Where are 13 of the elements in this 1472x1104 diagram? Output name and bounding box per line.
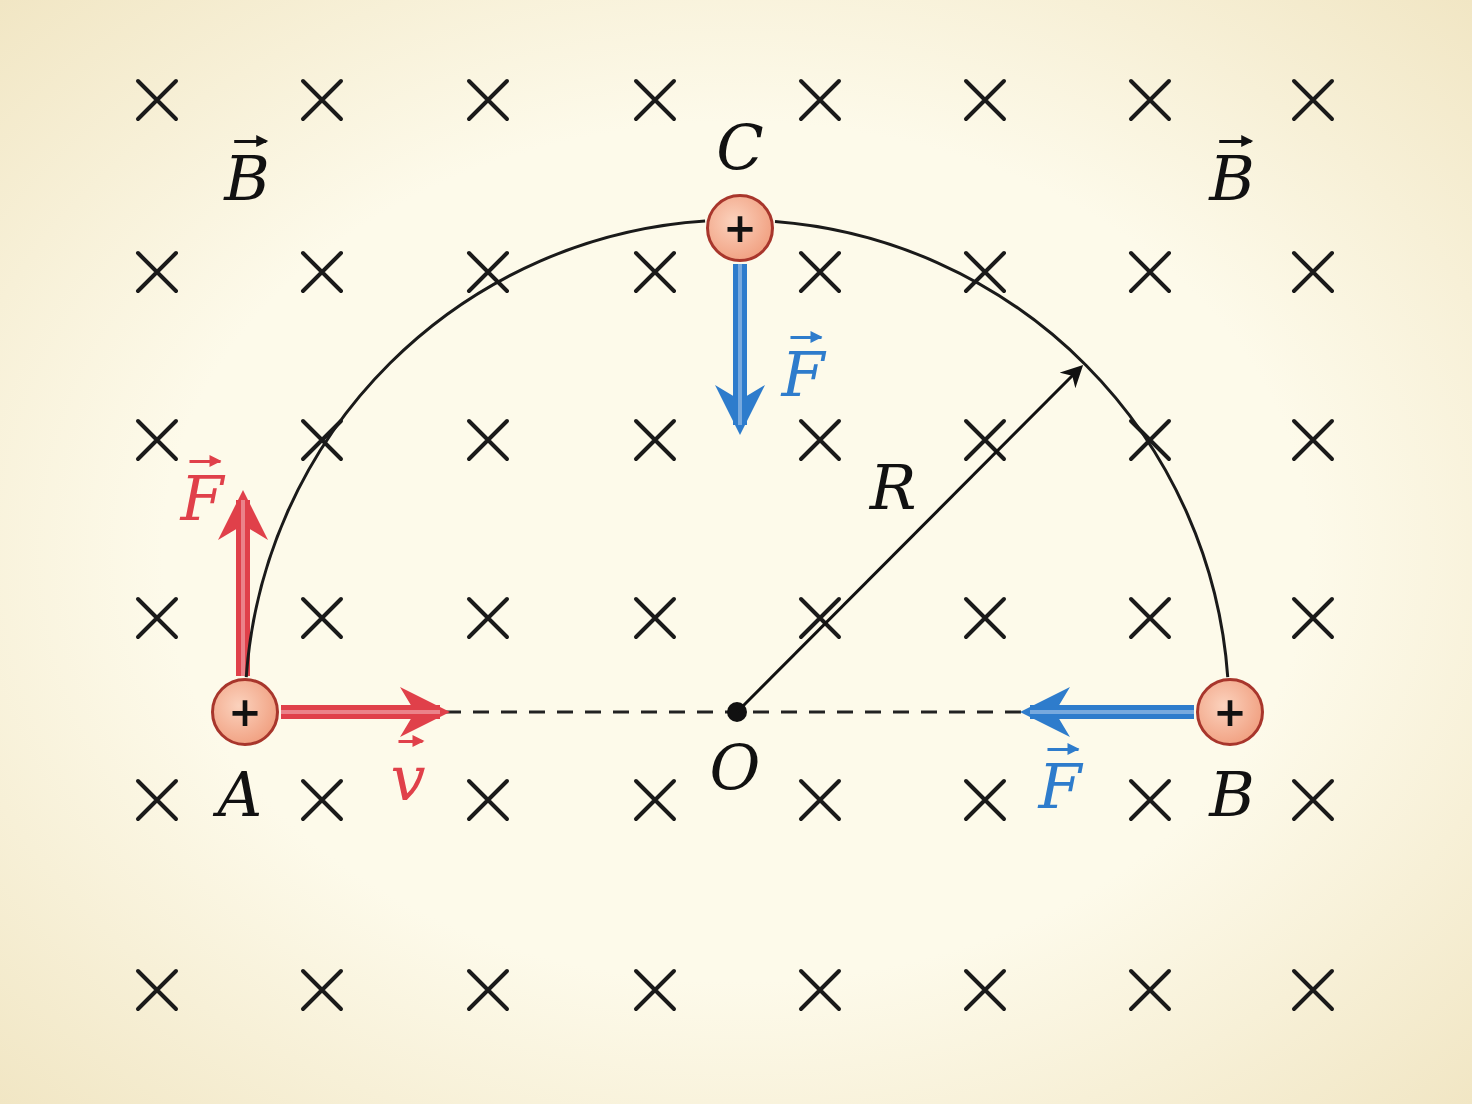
force-label: F [781,322,825,406]
force-label: F [180,446,224,530]
center-label: O [709,737,761,799]
trajectory-arc [774,220,1230,678]
radius-label: R [869,457,917,519]
point-label: B [1209,764,1255,826]
charge-sign: + [723,208,757,248]
charge-sign: + [1213,692,1247,732]
point-label: C [716,117,764,179]
charge-sign: + [228,692,262,732]
trajectory-arc [244,219,706,678]
force-label: F [1038,734,1082,818]
velocity-label: v [390,726,426,810]
